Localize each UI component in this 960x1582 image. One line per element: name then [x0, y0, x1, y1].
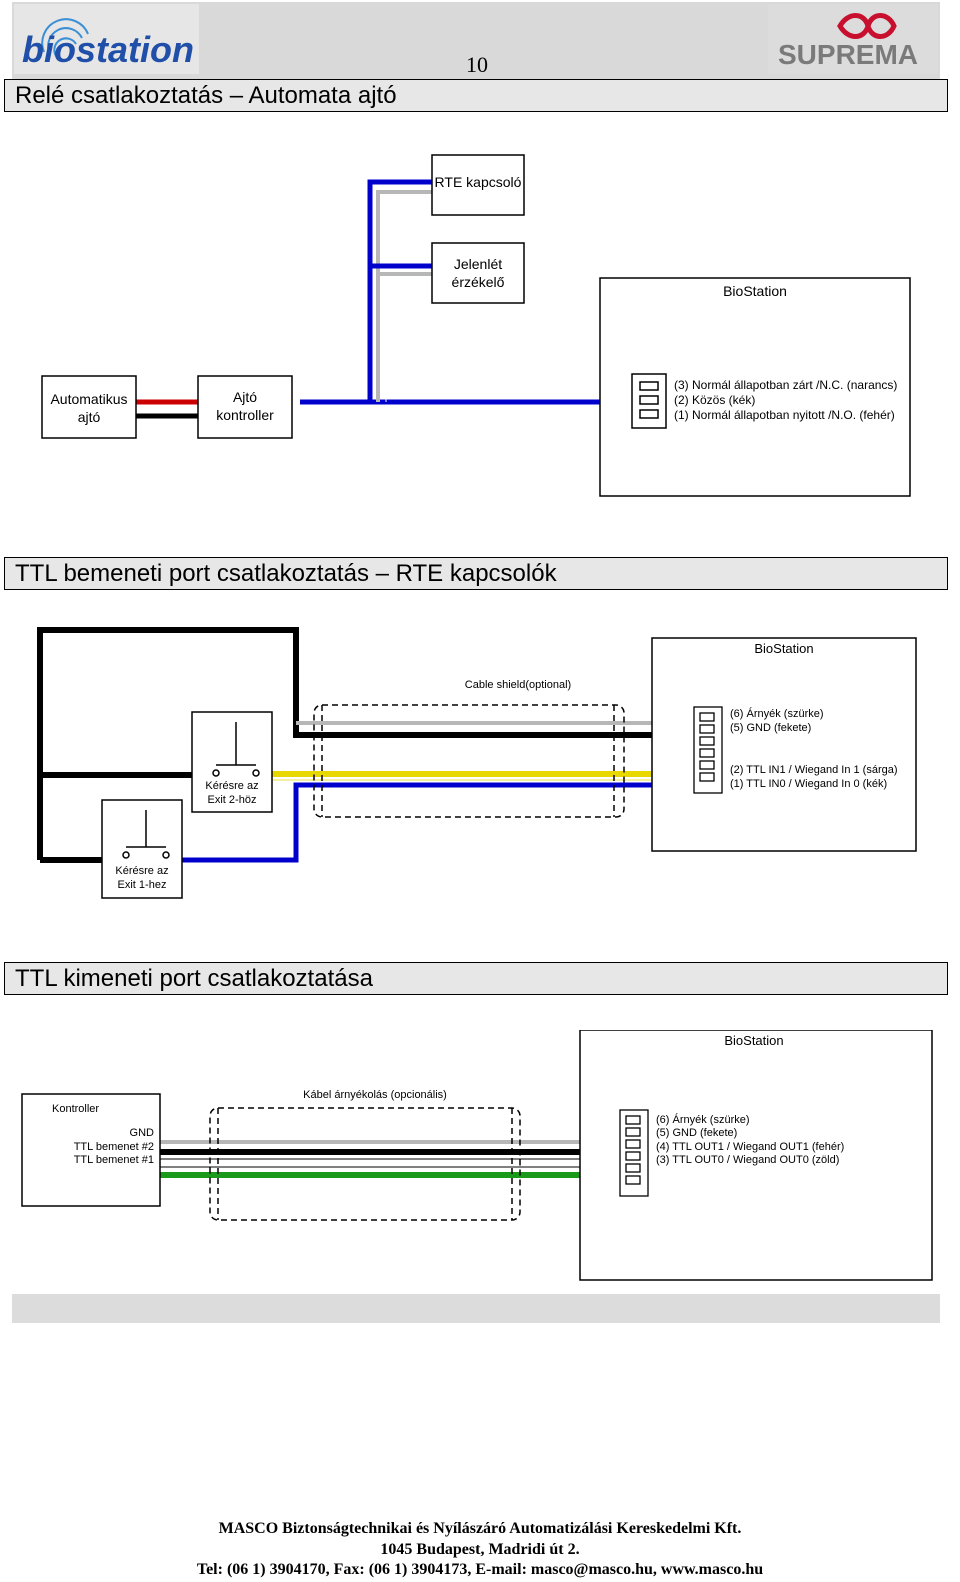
svg-text:Ajtó: Ajtó — [233, 389, 257, 405]
infinity-icon — [837, 13, 897, 39]
svg-text:Jelenlét: Jelenlét — [454, 256, 502, 272]
footer-address: 1045 Budapest, Madridi út 2. — [380, 1541, 580, 1558]
rte-switch-box: RTE kapcsoló — [431, 154, 525, 216]
svg-text:BioStation: BioStation — [724, 1033, 783, 1048]
svg-text:TTL bemenet #2: TTL bemenet #2 — [74, 1141, 154, 1153]
svg-text:RTE kapcsoló: RTE kapcsoló — [435, 174, 522, 190]
svg-text:TTL bemenet #1: TTL bemenet #1 — [74, 1154, 154, 1166]
biostation-device-2: BioStation — [651, 637, 917, 852]
ttl-output-diagram: Kábel árnyékolás (opcionális) Kontroller… — [21, 1030, 933, 1281]
ttl-output-pin-labels: (6) Árnyék (szürke) (5) GND (fekete) (4)… — [656, 1113, 844, 1166]
svg-text:BioStation: BioStation — [754, 641, 813, 656]
svg-text:(2) TTL IN1 / Wiegand In 1 (sá: (2) TTL IN1 / Wiegand In 1 (sárga) — [730, 764, 898, 776]
ttl-output-wires — [160, 1140, 628, 1178]
relay-pin-labels: (3) Normál állapotban zárt /N.C. (naranc… — [674, 378, 897, 422]
svg-text:(5) GND (fekete): (5) GND (fekete) — [656, 1127, 737, 1139]
fingerprint-icon — [41, 18, 89, 57]
section-title-ttl-input: TTL bemeneti port csatlakoztatás – RTE k… — [4, 557, 948, 590]
svg-text:(1) TTL IN0 / Wiegand In 0 (ké: (1) TTL IN0 / Wiegand In 0 (kék) — [730, 778, 887, 790]
svg-text:(3) Normál állapotban zárt /N.: (3) Normál állapotban zárt /N.C. (naranc… — [674, 378, 897, 392]
section-title-relay: Relé csatlakoztatás – Automata ajtó — [4, 79, 948, 112]
svg-text:Kérésre az: Kérésre az — [115, 865, 168, 877]
svg-text:(1) Normál állapotban nyitott: (1) Normál állapotban nyitott /N.O. (feh… — [674, 408, 895, 422]
svg-text:Exit 2-höz: Exit 2-höz — [208, 794, 257, 806]
ttl-input-pin-labels: (6) Árnyék (szürke) (5) GND (fekete) (2)… — [730, 707, 898, 790]
svg-text:Kontroller: Kontroller — [52, 1103, 99, 1115]
relay-wires — [136, 179, 632, 419]
svg-text:(2) Közös (kék): (2) Közös (kék) — [674, 393, 755, 407]
exit2-switch-box: Kérésre az Exit 2-höz — [191, 711, 273, 813]
section-title-ttl-output: TTL kimeneti port csatlakoztatása — [4, 962, 948, 995]
ttl-output-connector — [619, 1109, 649, 1197]
svg-text:kontroller: kontroller — [216, 407, 274, 423]
presence-sensor-box: Jelenlét érzékelő — [431, 242, 525, 304]
svg-text:(3) TTL OUT0 / Wiegand OUT0 (z: (3) TTL OUT0 / Wiegand OUT0 (zöld) — [656, 1154, 839, 1166]
biostation-logo-text: biostation — [22, 29, 194, 70]
svg-text:(5) GND (fekete): (5) GND (fekete) — [730, 722, 811, 734]
controller-box: Kontroller GND TTL bemenet #2 TTL bemene… — [21, 1093, 161, 1207]
svg-text:(6) Árnyék (szürke): (6) Árnyék (szürke) — [656, 1113, 750, 1126]
door-controller-box: Ajtó kontroller — [197, 375, 293, 439]
ttl-input-diagram: Cable shield(optional) Kérésre az Exit 2… — [37, 627, 917, 899]
footer-company: MASCO Biztonságtechnikai és Nyílászáró A… — [218, 1520, 742, 1537]
ttl-input-wires — [37, 627, 700, 863]
automatic-door-box: Automatikus ajtó — [41, 375, 137, 439]
footer-contact: Tel: (06 1) 3904170, Fax: (06 1) 3904173… — [196, 1561, 764, 1578]
svg-text:(4) TTL OUT1 / Wiegand OUT1 (f: (4) TTL OUT1 / Wiegand OUT1 (fehér) — [656, 1141, 844, 1153]
page-number: 10 — [466, 52, 488, 77]
cable-shield-label-2: Kábel árnyékolás (opcionális) — [303, 1089, 447, 1101]
ttl-input-connector — [693, 706, 723, 794]
svg-text:Kérésre az: Kérésre az — [205, 780, 258, 792]
exit1-switch-box: Kérésre az Exit 1-hez — [101, 799, 183, 899]
suprema-logo-text: SUPREMA — [778, 39, 918, 70]
svg-text:Automatikus: Automatikus — [50, 391, 127, 407]
cable-shield — [313, 704, 625, 818]
relay-diagram: RTE kapcsoló Jelenlét érzékelő Automatik… — [41, 154, 911, 497]
svg-text:ajtó: ajtó — [78, 409, 101, 425]
relay-connector — [631, 373, 667, 429]
cable-shield-2 — [209, 1107, 521, 1221]
footer-gray-bar — [12, 1294, 940, 1323]
biostation-logo: biostation — [14, 4, 199, 74]
svg-text:BioStation: BioStation — [723, 283, 787, 299]
svg-text:Exit 1-hez: Exit 1-hez — [118, 879, 167, 891]
svg-text:érzékelő: érzékelő — [452, 274, 505, 290]
cable-shield-label: Cable shield(optional) — [465, 679, 571, 691]
svg-text:GND: GND — [130, 1127, 155, 1139]
suprema-logo: SUPREMA — [768, 4, 938, 74]
svg-text:(6) Árnyék (szürke): (6) Árnyék (szürke) — [730, 707, 824, 720]
